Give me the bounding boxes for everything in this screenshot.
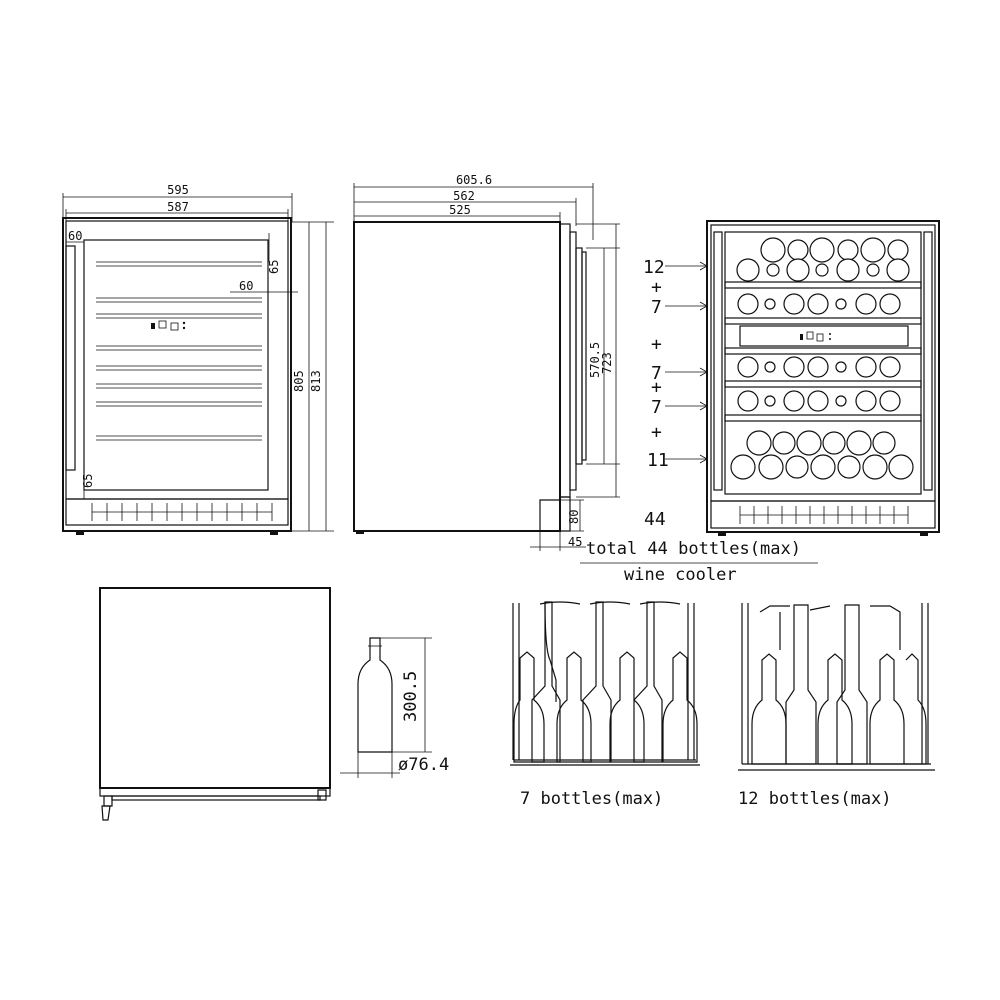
capacity-view: 12 + 7 + 7 + 7 + 11 44	[643, 220, 940, 536]
shelf-12-label: 12 bottles(max)	[738, 789, 892, 809]
capacity-control-icon	[800, 331, 831, 342]
side-kick-height: 80	[567, 510, 581, 524]
row-sep-2: +	[651, 334, 662, 355]
front-cabinet	[62, 217, 292, 532]
row-sep-3: +	[651, 377, 662, 398]
capacity-cabinet	[706, 220, 940, 533]
row-sep-4: +	[651, 422, 662, 443]
side-depth-body: 525	[449, 203, 471, 217]
front-view: 595 587 60 65	[62, 183, 334, 535]
side-view: 605.6 562 525 570.5 723 80 45	[353, 173, 620, 551]
bottle-height: 300.5	[401, 671, 421, 722]
front-width-inner: 587	[167, 200, 189, 214]
front-dim-bottom-gap: 65	[81, 474, 95, 488]
caption-product: wine cooler	[624, 565, 737, 585]
bottle-icon: 300.5 ø76.4	[340, 637, 449, 778]
caption-total: total 44 bottles(max)	[586, 539, 801, 559]
top-cabinet	[99, 587, 331, 789]
bottle-diameter: ø76.4	[398, 755, 449, 775]
side-height-inner: 570.5	[588, 342, 602, 378]
side-height-door: 723	[600, 352, 614, 374]
shelf-7-view: 7 bottles(max)	[510, 601, 700, 809]
side-depth-body-door: 562	[453, 189, 475, 203]
side-handle	[575, 247, 583, 465]
top-view	[99, 587, 331, 821]
row-sep-1: +	[651, 277, 662, 298]
capacity-caption: total 44 bottles(max) wine cooler	[580, 539, 818, 585]
row-count-1: 12	[643, 257, 665, 278]
control-panel-icon	[151, 320, 186, 331]
row-count-3: 7	[651, 363, 662, 384]
side-kick-depth: 45	[568, 535, 582, 549]
side-cabinet	[353, 221, 561, 532]
front-dim-left: 60	[68, 229, 82, 243]
door-handle	[65, 245, 76, 471]
shelf-7-label: 7 bottles(max)	[520, 789, 663, 809]
row-count-4: 7	[651, 397, 662, 418]
front-height-total: 813	[309, 370, 323, 392]
shelf-12-view: 12 bottles(max)	[738, 603, 935, 809]
row-count-2: 7	[651, 297, 662, 318]
front-height-door: 805	[292, 370, 306, 392]
row-count-5: 11	[647, 450, 669, 471]
front-dim-top-gap: 65	[267, 260, 281, 274]
front-dim-handle-offset: 60	[239, 279, 253, 293]
front-width-outer: 595	[167, 183, 189, 197]
side-depth-total: 605.6	[456, 173, 492, 187]
capacity-total: 44	[644, 509, 666, 530]
front-glass	[83, 239, 269, 491]
